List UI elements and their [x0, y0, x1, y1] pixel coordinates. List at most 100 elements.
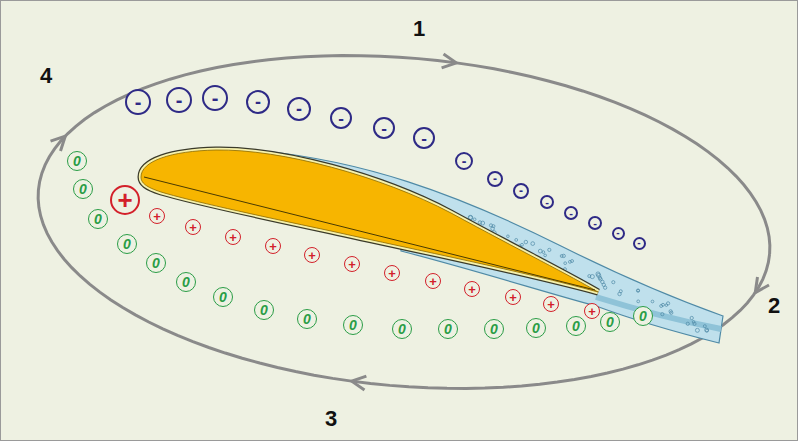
negative-charge: -: [125, 89, 151, 115]
turbulence-dot: [507, 235, 510, 238]
turbulence-dot: [695, 328, 699, 332]
zero-charge: 0: [88, 209, 108, 229]
chord-line: [144, 177, 595, 290]
turbulence-dot: [690, 316, 693, 319]
charge-sign: 0: [606, 315, 614, 329]
charge-sign: -: [338, 110, 344, 127]
zero-charge: 0: [297, 309, 317, 329]
charge-sign: +: [388, 267, 396, 280]
callout-number: 2: [768, 295, 780, 317]
turbulence-dot: [515, 238, 518, 241]
charge-sign: +: [429, 275, 437, 288]
positive-charge: +: [425, 273, 441, 289]
positive-charge: +: [584, 303, 600, 319]
positive-charge: +: [265, 238, 281, 254]
flow-arrowhead: [51, 136, 66, 151]
turbulence-dot: [604, 286, 607, 289]
turbulence-dot: [560, 255, 563, 258]
charge-sign: -: [421, 130, 427, 147]
zero-charge: 0: [526, 318, 546, 338]
charge-sign: +: [117, 187, 132, 213]
negative-charge: -: [612, 227, 625, 240]
charge-sign: 0: [303, 312, 311, 326]
turbulence-dot: [544, 254, 547, 257]
charge-sign: 0: [349, 318, 357, 332]
zero-charge: 0: [176, 272, 196, 292]
zero-charge: 0: [438, 319, 458, 339]
turbulence-dot: [612, 281, 615, 284]
positive-charge: +: [384, 265, 400, 281]
charge-sign: 0: [572, 319, 580, 333]
turbulence-dot: [666, 302, 669, 305]
charge-sign: 0: [639, 309, 647, 323]
turbulence-dot: [542, 251, 545, 254]
charge-sign: -: [569, 208, 573, 219]
charge-sign: -: [462, 154, 467, 168]
turbulence-dot: [599, 278, 602, 281]
turbulence-dot: [619, 290, 622, 293]
turbulence-dot: [564, 262, 567, 265]
circulation-path: [38, 56, 770, 389]
charge-sign: -: [212, 88, 219, 108]
negative-charge: -: [287, 97, 311, 121]
charge-sign: +: [153, 210, 161, 223]
turbulence-dot: [531, 242, 535, 246]
turbulence-dot: [489, 224, 492, 227]
charge-sign: -: [296, 100, 302, 118]
turbulence-dot: [590, 275, 594, 279]
zero-charge: 0: [73, 179, 93, 199]
charge-sign: -: [135, 92, 142, 112]
negative-charge: -: [373, 117, 395, 139]
charge-sign: 0: [398, 322, 406, 336]
charge-sign: 0: [490, 322, 498, 336]
negative-charge: -: [564, 206, 578, 220]
charge-sign: +: [509, 291, 517, 304]
zero-charge: 0: [343, 315, 363, 335]
boundary-layer: [141, 150, 598, 292]
charge-sign: +: [308, 249, 316, 262]
zero-charge: 0: [600, 312, 620, 332]
charge-sign: 0: [182, 275, 190, 289]
turbulence-dot: [693, 322, 696, 325]
negative-charge: -: [202, 85, 228, 111]
positive-charge: +: [185, 219, 201, 235]
turbulence-dot: [670, 311, 673, 314]
charge-sign: -: [616, 228, 619, 238]
charge-sign: +: [588, 305, 596, 318]
flow-arrowhead: [442, 54, 457, 68]
zero-charge: 0: [117, 234, 137, 254]
charge-sign: +: [468, 283, 476, 296]
negative-charge: -: [513, 183, 529, 199]
turbulence-dot: [571, 260, 574, 263]
negative-charge: -: [487, 171, 503, 187]
zero-charge: 0: [67, 151, 87, 171]
turbulence-dot: [703, 325, 706, 328]
negative-charge: -: [588, 216, 602, 230]
positive-charge: +: [505, 289, 521, 305]
positive-charge: +: [543, 296, 559, 312]
flow-arrowhead: [352, 376, 367, 390]
charge-sign: +: [229, 231, 237, 244]
charge-sign: 0: [94, 212, 102, 226]
charge-sign: 0: [123, 237, 131, 251]
charge-sign: -: [381, 120, 387, 137]
positive-charge: +: [110, 185, 140, 215]
zero-charge: 0: [254, 300, 274, 320]
positive-charge: +: [344, 256, 360, 272]
charge-sign: 0: [152, 256, 160, 270]
turbulence-dot: [524, 240, 528, 244]
charge-sign: 0: [532, 321, 540, 335]
airfoil-outline: [141, 150, 598, 292]
negative-charge: -: [413, 127, 435, 149]
turbulence-dot: [636, 289, 639, 292]
zero-charge: 0: [633, 306, 653, 326]
charge-sign: -: [545, 197, 549, 208]
charge-sign: 0: [444, 322, 452, 336]
turbulence-dot: [686, 322, 689, 325]
turbulence-dot: [705, 329, 708, 332]
callout-number: 4: [40, 65, 52, 87]
charge-sign: 0: [260, 303, 268, 317]
zero-charge: 0: [213, 287, 233, 307]
zero-charge: 0: [566, 316, 586, 336]
